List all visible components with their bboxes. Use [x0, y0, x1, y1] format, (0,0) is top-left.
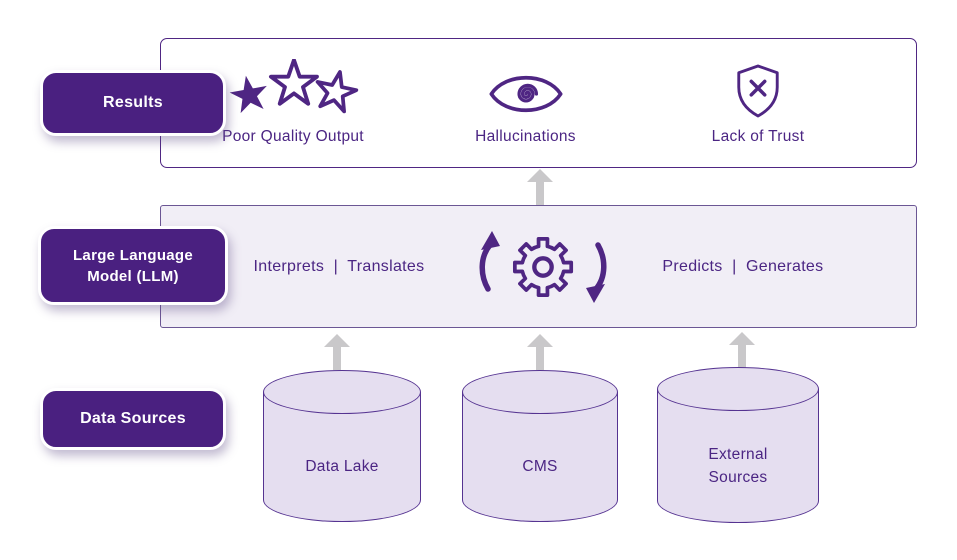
up-arrow-datalake-to-llm: [324, 334, 350, 370]
result-item-hallucinations: Hallucinations: [446, 61, 606, 146]
shield-outline: [737, 64, 779, 117]
result-icon-slot: [733, 61, 783, 119]
cycle-arrow-up-icon: [479, 230, 501, 292]
x-mark: [749, 79, 767, 97]
result-item-label: Poor Quality Output: [222, 127, 364, 145]
data-sources-label: Data Sources: [80, 410, 186, 427]
result-item-label: Lack of Trust: [711, 127, 805, 145]
outline-star-icon: [269, 58, 319, 106]
result-item-label: Hallucinations: [475, 127, 576, 145]
outline-star-icon: [315, 69, 359, 113]
cylinder-body: External Sources: [657, 389, 819, 523]
gear-icon: [513, 236, 574, 297]
llm-label-pill: Large Language Model (LLM): [38, 226, 228, 305]
cylinder-cms: CMS: [462, 370, 618, 522]
cylinder-top: [263, 370, 421, 414]
results-label-pill: Results: [40, 70, 226, 136]
cylinder-label: External Sources: [708, 446, 768, 486]
llm-label: Large Language Model (LLM): [72, 246, 194, 285]
up-arrow-external-to-llm: [729, 332, 755, 368]
llm-left-text: Interprets | Translates: [253, 257, 425, 275]
shield-x-icon: [737, 64, 779, 117]
result-item-poor-quality: Poor Quality Output: [213, 58, 373, 146]
results-box: Poor Quality Output Hallucinations Lack …: [160, 38, 917, 168]
cylinder-label: CMS: [522, 458, 558, 476]
eye-outline: [488, 75, 563, 112]
cylinder-top: [657, 367, 819, 411]
llm-box: Interprets | Translates Predicts | Gener…: [160, 205, 917, 328]
eye-spiral-icon: [488, 75, 563, 112]
three-stars-icon: [229, 58, 359, 113]
filled-star-icon: [229, 75, 267, 113]
up-arrow-llm-to-results: [527, 169, 553, 205]
cylinder-data-lake: Data Lake: [263, 370, 421, 522]
result-item-lack-of-trust: Lack of Trust: [678, 61, 838, 146]
cylinder-external-sources: External Sources: [657, 367, 819, 523]
spiral-pupil: [516, 83, 538, 103]
data-sources-label-pill: Data Sources: [40, 388, 226, 450]
results-label: Results: [103, 94, 163, 111]
cylinder-label: Data Lake: [305, 458, 379, 476]
llm-right-text: Predicts | Generates: [662, 257, 824, 275]
up-arrow-cms-to-llm: [527, 334, 553, 370]
cylinder-top: [462, 370, 618, 414]
result-icon-slot: [487, 61, 565, 119]
result-icon-slot: [225, 58, 361, 119]
cycle-arrow-down-icon: [586, 241, 607, 303]
process-gear-icon: [479, 230, 607, 303]
